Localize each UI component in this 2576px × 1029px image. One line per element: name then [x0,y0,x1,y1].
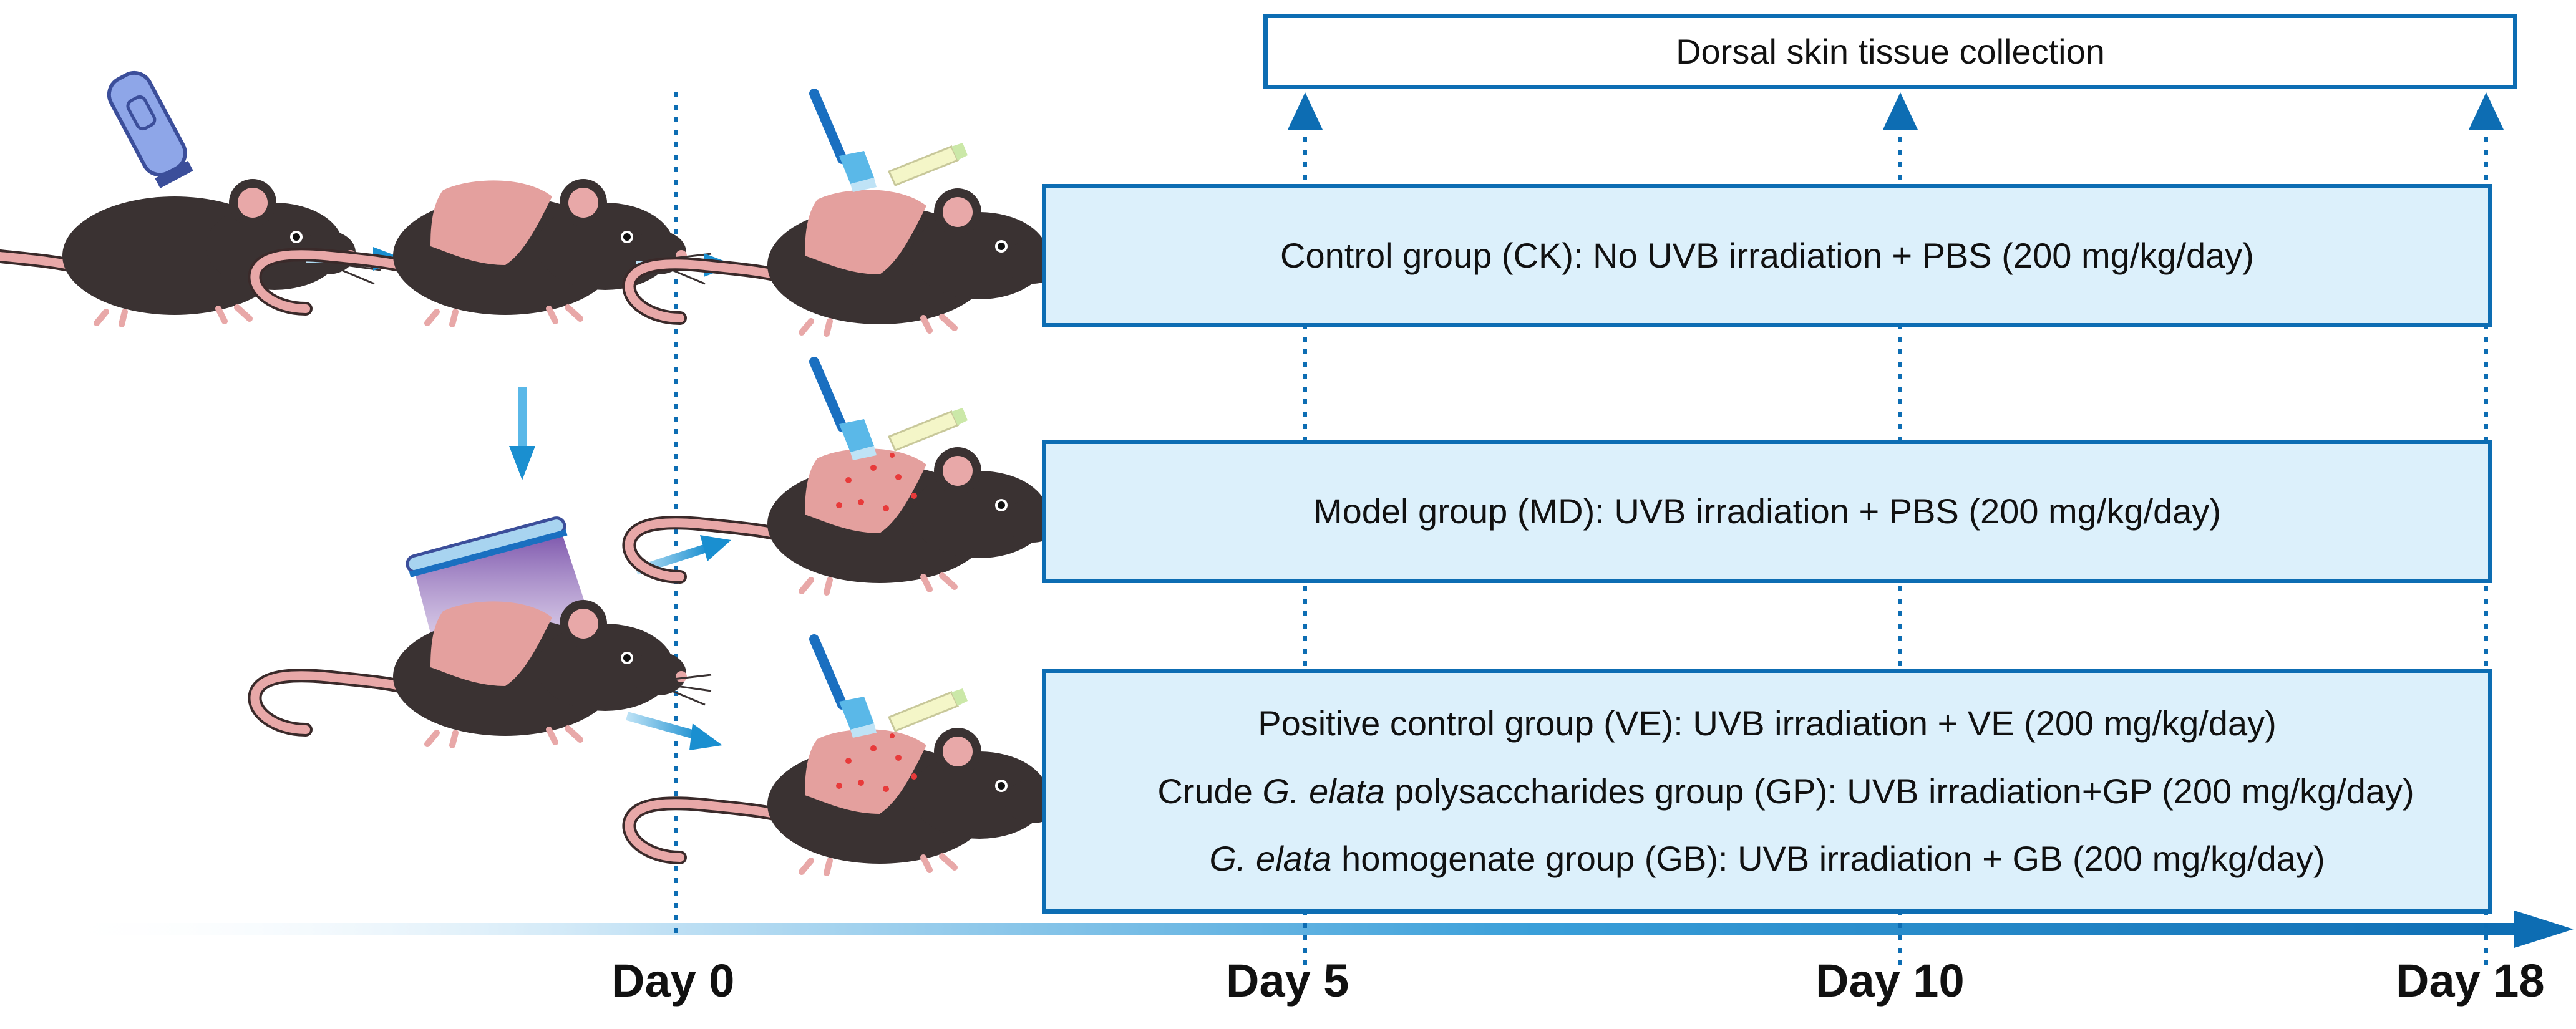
day-0-label: Day 0 [611,955,735,1007]
brush-icon [814,94,877,192]
razor-icon [107,71,193,188]
collection-box-label: Dorsal skin tissue collection [1676,32,2105,71]
mouse-ck [629,188,1086,334]
arrow-down-uvb [509,387,535,480]
group-gp-label: Crude G. elata polysaccharides group (GP… [1157,771,2414,811]
group-gb-label: G. elata homogenate group (GB): UVB irra… [1209,839,2325,879]
group-box-ve-gp-gb: Positive control group (VE): UVB irradia… [1042,669,2492,914]
mouse-md [629,447,1086,592]
group-box-ck: Control group (CK): No UVB irradiation +… [1042,184,2492,327]
cream-tube-icon [888,687,969,732]
group-ve-label: Positive control group (VE): UVB irradia… [1258,703,2277,743]
cream-tube-icon [888,407,969,452]
day-5-label: Day 5 [1226,955,1349,1007]
collection-box: Dorsal skin tissue collection [1263,14,2517,89]
group-box-md: Model group (MD): UVB irradiation + PBS … [1042,440,2492,583]
brush-icon [814,639,877,738]
group-md-label: Model group (MD): UVB irradiation + PBS … [1313,491,2222,531]
day-18-label: Day 18 [2396,955,2545,1007]
timeline-arrow [50,911,2574,948]
group-ck-label: Control group (CK): No UVB irradiation +… [1280,236,2254,275]
day-10-label: Day 10 [1815,955,1965,1007]
arrow-to-ve [626,712,722,750]
cream-tube-icon [888,142,969,186]
mouse-treated [629,728,1086,873]
brush-icon [814,362,877,460]
